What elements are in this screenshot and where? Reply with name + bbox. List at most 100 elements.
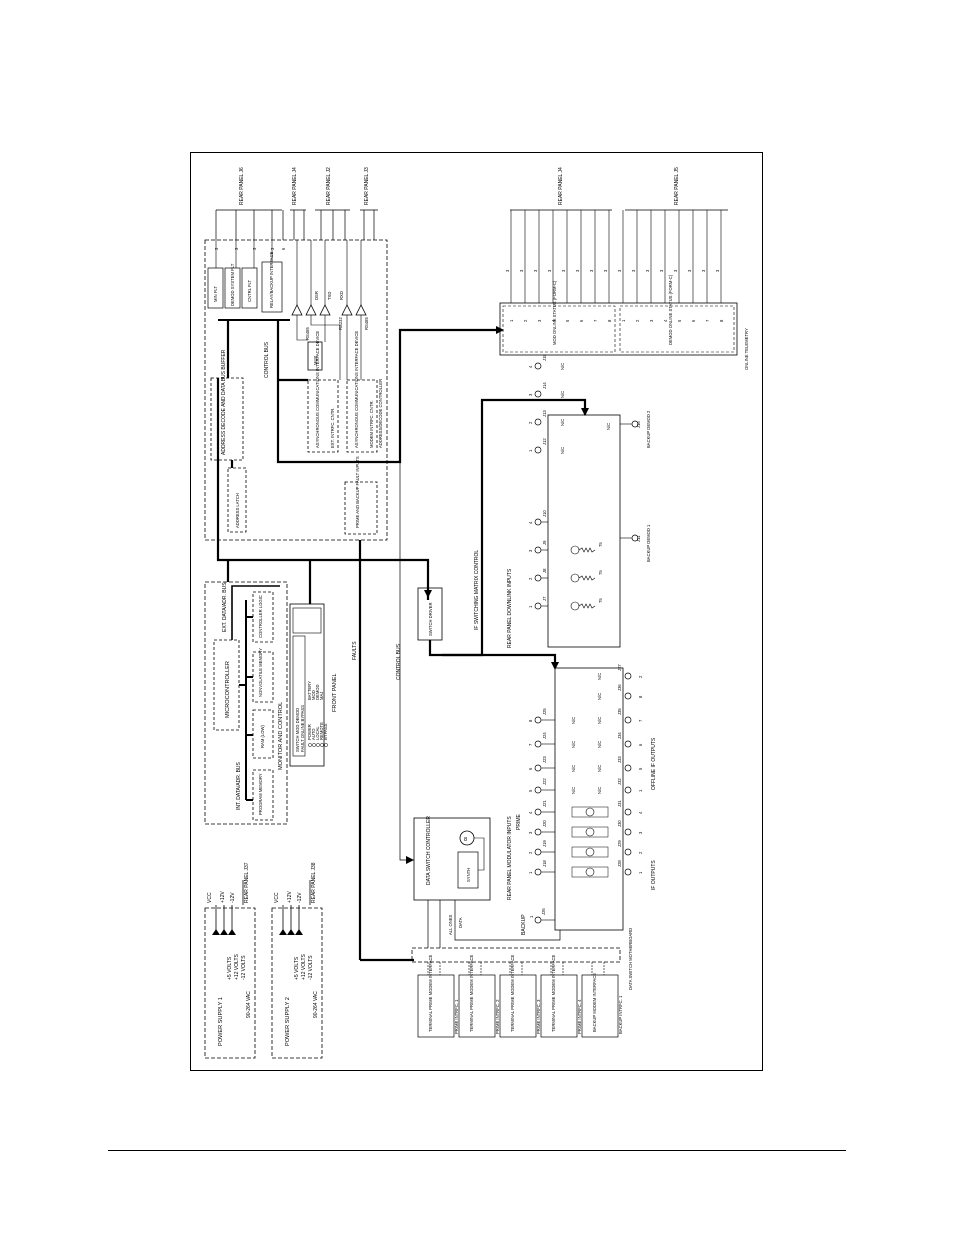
telemetry-pin: 3 — [603, 269, 608, 272]
termination-resistor — [578, 547, 596, 553]
mod-input-n: 1 — [528, 871, 533, 874]
interface-card — [540, 974, 578, 1038]
addr-latch-label: ADDRESS LATCH — [235, 493, 240, 528]
pin-5: 6 — [281, 247, 286, 250]
mod-input-jack — [534, 848, 542, 856]
mod-switch — [585, 827, 595, 837]
led-bypass: BYPASS — [323, 723, 328, 740]
telemetry-channel: 8 — [719, 319, 724, 322]
nc-label: N/C — [571, 741, 576, 748]
ps1-rail-3-in: -12 VOLTS — [241, 955, 247, 980]
splitter — [570, 601, 580, 611]
demod-j: J15 — [542, 354, 547, 361]
if-out-n: 2 — [638, 851, 643, 854]
mod-input-n: 4 — [528, 811, 533, 814]
ps2-rail-3-out: -12V — [297, 892, 303, 903]
led-remote: REMOTE — [319, 722, 324, 740]
data-label: DATA — [458, 917, 463, 928]
led-maj: MAJ — [319, 692, 324, 700]
downlink-n: 4 — [528, 521, 533, 524]
termination-label: 75 — [598, 598, 603, 603]
nc-label: N/C — [606, 423, 611, 430]
mod-switch — [585, 847, 595, 857]
led-power: POWER — [307, 724, 312, 740]
motherboard-label: DATA SWITCH MOTHERBOARD — [628, 928, 633, 990]
driver-rs485-2: RS485 — [364, 317, 369, 330]
uart1-label: ASYNCHRONOUS COMMUNICATIONS INTERFACE DE… — [315, 331, 320, 448]
telemetry-pin: 3 — [687, 269, 692, 272]
mod-input-n: 2 — [528, 851, 533, 854]
mod-input-j: J20 — [542, 820, 547, 827]
mod-switch — [585, 807, 595, 817]
mod-online-status: MOD ONLINE STATUS (FORM-C) — [552, 280, 557, 345]
telemetry-channel: 3 — [649, 319, 654, 322]
telemetry-pin: 3 — [617, 269, 622, 272]
mod-input-n: 7 — [528, 743, 533, 746]
switch-driver-label: SWITCH DRIVER — [428, 603, 433, 637]
telemetry-pin: 3 — [533, 269, 538, 272]
interface-label: TERMINAL PRIME MODEM INTERFACE — [551, 954, 556, 1032]
ps2-title: POWER SUPPLY 2 — [285, 997, 291, 1046]
offline-jack — [624, 716, 632, 724]
mod-input-j: J24 — [542, 732, 547, 739]
uart2-label: ASYNCHRONOUS COMMUNICATIONS INTERFACE DE… — [354, 331, 359, 448]
backup-n: 1 — [529, 915, 534, 918]
termination-resistor — [578, 603, 596, 609]
offline-n: 8 — [638, 695, 643, 698]
telemetry-pin: 3 — [589, 269, 594, 272]
offline-n: 1 — [638, 789, 643, 792]
line-txd: TXD — [327, 292, 332, 300]
ps2-connector: REAR PANEL J38 — [311, 862, 317, 903]
telemetry-pin: 3 — [673, 269, 678, 272]
mod-input-j: J25 — [542, 708, 547, 715]
downlink-inputs-label: REAR PANEL DOWNLINK INPUTS — [507, 568, 513, 648]
offline-n: 2 — [638, 675, 643, 678]
termination-label: 75 — [598, 542, 603, 547]
demod-n: 3 — [528, 393, 533, 396]
mod-input-jack — [534, 786, 542, 794]
power-supply-2: POWER SUPPLY 2 90-264 VAC +5 VOLTS +12 V… — [271, 862, 323, 1059]
backup-demod-1-label: BACKUP DEMOD 1 — [646, 524, 651, 562]
if-output-jack — [624, 848, 632, 856]
telemetry-channel: 6 — [691, 319, 696, 322]
backup-demod-2-label: BACKUP DEMOD 2 — [646, 410, 651, 448]
mux-label: MUX — [313, 355, 318, 365]
dsc-label: DATA SWITCH CONTROLLER — [426, 816, 432, 885]
interface-name: PRIME INTRFC. 2 — [495, 999, 500, 1034]
if-out-j: J28 — [617, 860, 622, 867]
addr-controller-label: ADDRESS/DECODE CONTROLLER — [378, 379, 383, 448]
if-out-j: J30 — [617, 820, 622, 827]
nc-label: N/C — [571, 717, 576, 724]
downlink-jack — [534, 574, 542, 582]
offline-n: 6 — [638, 743, 643, 746]
downlink-n: 1 — [528, 605, 533, 608]
relay-backup-interface: RELAY/BACKUP INTERFACE — [269, 251, 274, 308]
uart1-tag: EXT. INTRFC. CNTR. — [330, 408, 335, 448]
ps2-rail-3-in: -12 VOLTS — [308, 955, 314, 980]
telemetry-channel: 3 — [537, 319, 542, 322]
backup-j: J26 — [541, 908, 546, 915]
nc-label: N/C — [597, 787, 602, 794]
ps1-rail-1-out: VCC — [207, 892, 213, 903]
fault-inputs-label: PRIME AND BACKUP FAULT INPUTS — [355, 456, 360, 528]
led-local: LOCAL — [315, 726, 320, 740]
offline-n: 5 — [638, 767, 643, 770]
mod-input-jack — [534, 868, 542, 876]
rear-panel-j3: REAR PANEL J3 — [364, 167, 370, 205]
splitter — [570, 545, 580, 555]
offline-outputs-label: OFFLINE IF OUTPUTS — [651, 737, 657, 790]
if-outputs-label: IF OUTPUTS — [651, 860, 657, 890]
ps2-rail-1-out: VCC — [274, 892, 280, 903]
led-battery: BATTERY — [307, 681, 312, 700]
telemetry-channel: 1 — [621, 319, 626, 322]
telemetry-channel: 1 — [509, 319, 514, 322]
mod-switch — [585, 867, 595, 877]
ps1-input: 90-264 VAC — [246, 991, 252, 1018]
offline-j: J33 — [617, 756, 622, 763]
faults-label: FAULTS — [352, 641, 358, 660]
demod-n: 4 — [528, 365, 533, 368]
if-out-n: 4 — [638, 811, 643, 814]
line-dsr: DSR — [314, 291, 319, 300]
osc-label: 8 — [464, 837, 467, 843]
offline-j: J34 — [617, 732, 622, 739]
